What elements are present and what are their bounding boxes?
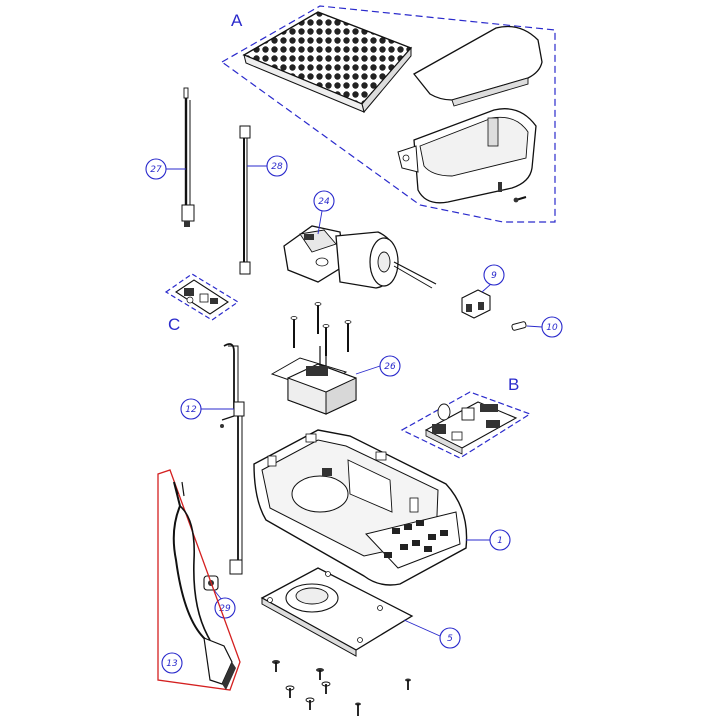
part-10-fastener bbox=[511, 321, 527, 331]
part-13-power-cord bbox=[172, 481, 236, 690]
svg-text:13: 13 bbox=[166, 659, 178, 669]
callout-29[interactable]: 29 bbox=[214, 597, 236, 619]
leader-9 bbox=[481, 283, 492, 293]
part-5-base-plate bbox=[260, 567, 414, 657]
callout-27[interactable]: 27 bbox=[145, 158, 167, 180]
leader-29 bbox=[213, 589, 223, 601]
callout-13[interactable]: 13 bbox=[161, 652, 183, 674]
svg-text:28: 28 bbox=[271, 162, 283, 172]
svg-text:9: 9 bbox=[491, 271, 497, 281]
leader-5 bbox=[403, 619, 441, 637]
housing-grid bbox=[384, 520, 448, 558]
leader-10 bbox=[526, 325, 543, 328]
circuit-board-b bbox=[424, 401, 518, 455]
callout-10[interactable]: 10 bbox=[541, 316, 563, 338]
svg-text:12: 12 bbox=[185, 405, 197, 415]
callout-1[interactable]: 1 bbox=[489, 529, 511, 551]
callout-12[interactable]: 12 bbox=[180, 398, 202, 420]
callout-28[interactable]: 28 bbox=[266, 155, 288, 177]
leader-24 bbox=[317, 210, 323, 235]
long-screws bbox=[290, 302, 352, 356]
leader-26 bbox=[355, 365, 381, 375]
group-b-outline bbox=[400, 391, 532, 459]
group-a-outline bbox=[220, 5, 556, 223]
loose-screws bbox=[272, 660, 411, 716]
group-13-outline bbox=[157, 469, 241, 691]
part-1-main-housing bbox=[253, 429, 468, 586]
part-9-switch bbox=[461, 289, 491, 319]
group-a-letter: A bbox=[231, 11, 243, 30]
screw-a bbox=[513, 196, 527, 203]
callout-9[interactable]: 9 bbox=[483, 264, 505, 286]
part-27-bracket-rod bbox=[181, 87, 195, 227]
group-c-letter: C bbox=[168, 315, 180, 334]
circuit-board-c bbox=[174, 279, 230, 315]
svg-text:1: 1 bbox=[497, 536, 503, 546]
callout-24[interactable]: 24 bbox=[313, 190, 335, 212]
svg-text:24: 24 bbox=[318, 197, 330, 207]
svg-text:29: 29 bbox=[219, 604, 231, 614]
part-24-motor bbox=[283, 225, 437, 289]
part-28-cable bbox=[239, 125, 251, 275]
lamp-housing-tray bbox=[397, 108, 537, 204]
cover-lid bbox=[413, 25, 543, 107]
svg-text:5: 5 bbox=[447, 634, 453, 644]
callout-26[interactable]: 26 bbox=[379, 355, 401, 377]
group-b-letter: B bbox=[508, 375, 519, 394]
svg-text:27: 27 bbox=[150, 165, 162, 175]
svg-text:26: 26 bbox=[384, 362, 396, 372]
part-26-transformer bbox=[270, 346, 357, 415]
part-12-wire-harness bbox=[220, 343, 245, 575]
callout-5[interactable]: 5 bbox=[439, 627, 461, 649]
svg-text:10: 10 bbox=[546, 323, 558, 333]
grille-panel bbox=[242, 11, 413, 114]
